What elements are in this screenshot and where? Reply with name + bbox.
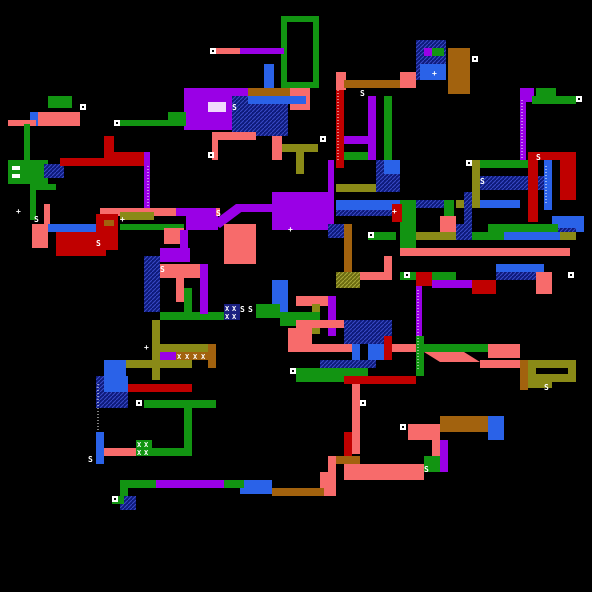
elevator-marker: X xyxy=(144,441,149,449)
west-middle-corridors xyxy=(96,256,224,464)
item-pickup: + xyxy=(120,215,125,224)
south-east-cluster xyxy=(408,416,504,472)
item-pickups: + + + + + + xyxy=(16,69,437,352)
elevator-marker: X xyxy=(193,353,198,361)
elevator-marker: X xyxy=(177,353,182,361)
central-junction xyxy=(336,256,552,376)
map-markers xyxy=(80,48,582,502)
elevator-marker: X xyxy=(137,449,142,457)
elevator-marker: X xyxy=(185,353,190,361)
purple-hall xyxy=(116,88,306,160)
elevators: X X X X X X X X X X X X xyxy=(136,304,240,457)
top-left-cluster xyxy=(8,96,108,248)
elevator-marker: X xyxy=(225,313,230,321)
save-point: S xyxy=(240,305,245,314)
south-corridors xyxy=(112,384,424,510)
save-points: S S S S S S S S S S S S S xyxy=(34,89,549,474)
item-pickup: + xyxy=(432,69,437,78)
save-point: S xyxy=(96,239,101,248)
save-point: S xyxy=(424,465,429,474)
center-north-corridors xyxy=(272,72,416,192)
save-point: S xyxy=(360,89,365,98)
save-point: S xyxy=(536,153,541,162)
east-upper-cluster xyxy=(472,88,584,240)
vertical-shafts xyxy=(97,90,547,430)
save-point: S xyxy=(216,209,221,218)
save-point: S xyxy=(232,103,237,112)
elevator-marker: X xyxy=(225,305,230,313)
elevator-marker: X xyxy=(232,313,237,321)
save-point: S xyxy=(160,265,165,274)
elevator-marker: X xyxy=(201,353,206,361)
save-point: S xyxy=(88,455,93,464)
item-pickup: + xyxy=(16,207,21,216)
item-pickup: + xyxy=(392,207,397,216)
top-right-cluster xyxy=(416,40,470,94)
save-point: S xyxy=(544,383,549,392)
elevator-marker: X xyxy=(232,305,237,313)
item-pickup: + xyxy=(288,225,293,234)
center-purple-room xyxy=(160,160,348,264)
top-tower xyxy=(212,16,319,110)
elevator-marker: X xyxy=(144,449,149,457)
south-central-block xyxy=(256,280,576,390)
item-pickup: + xyxy=(144,343,149,352)
save-point: S xyxy=(34,215,39,224)
save-point: S xyxy=(248,305,253,314)
red-block-left xyxy=(56,136,220,256)
elevator-marker: X xyxy=(137,441,142,449)
east-upper-mid xyxy=(440,192,520,232)
save-point: S xyxy=(480,177,485,186)
